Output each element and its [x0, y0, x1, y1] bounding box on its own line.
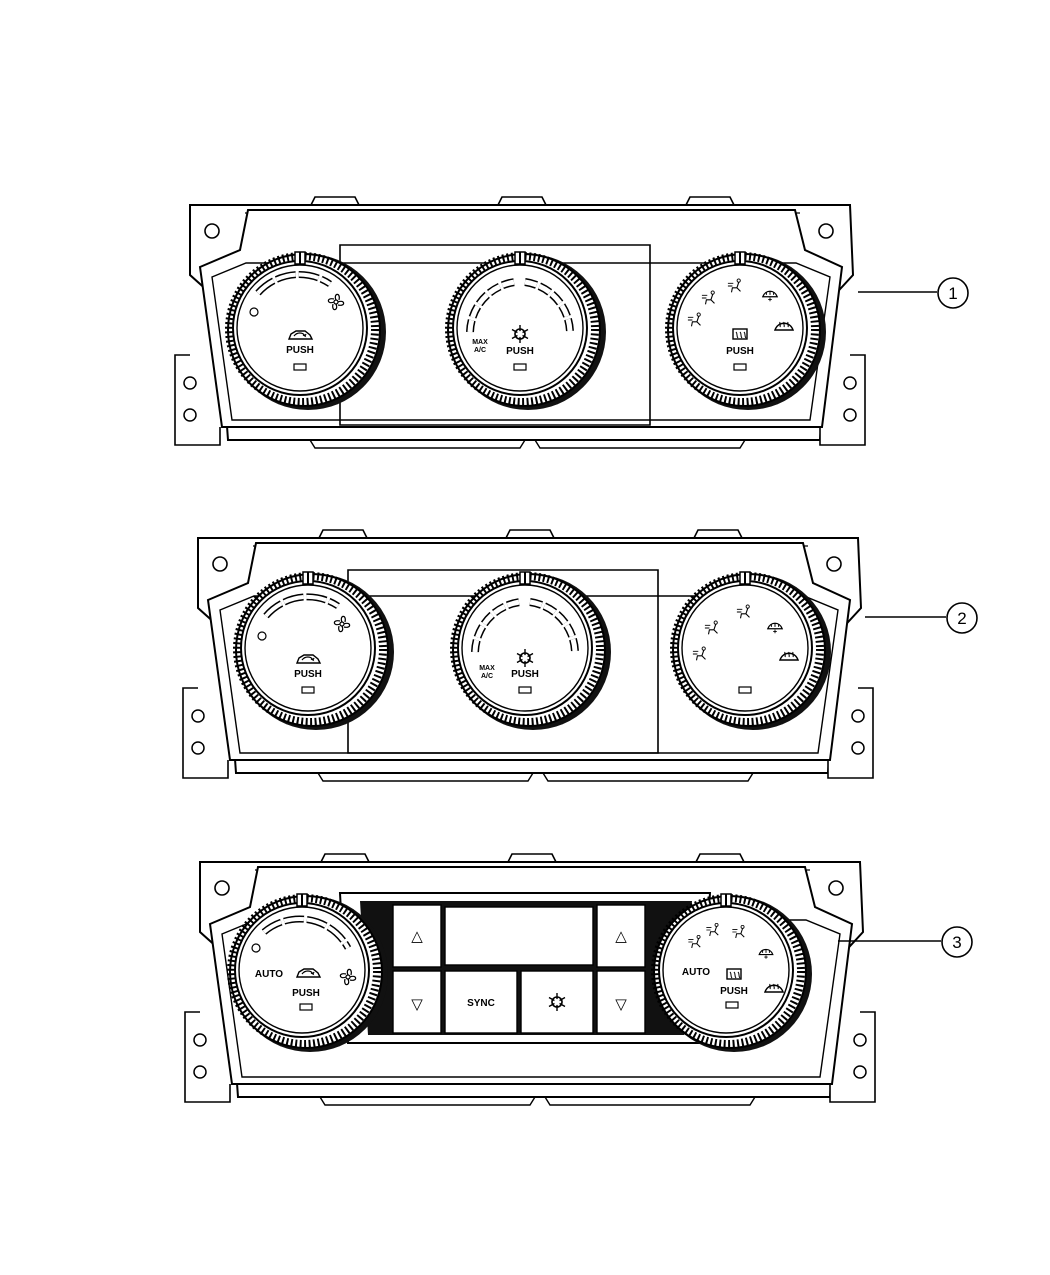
ac-button[interactable]	[520, 970, 594, 1034]
max-label: MAX	[472, 339, 488, 346]
up-arrow-icon: △	[615, 927, 627, 945]
fan-speed-knob[interactable]: PUSH	[236, 572, 394, 730]
push-label: PUSH	[511, 669, 539, 680]
indicator-light	[251, 943, 261, 953]
push-label: PUSH	[506, 346, 534, 357]
callout-2: 2	[865, 602, 978, 634]
push-label: PUSH	[726, 346, 754, 357]
mode-knob[interactable]	[673, 572, 831, 730]
push-label: PUSH	[720, 986, 748, 997]
svg-text:2: 2	[957, 609, 966, 628]
auto-label: AUTO	[682, 967, 710, 978]
status-led	[725, 1001, 739, 1009]
indicator-light	[257, 631, 267, 641]
right-temp-up-button[interactable]: △	[596, 904, 646, 968]
display-window	[444, 906, 594, 966]
callout-3: 3	[838, 926, 973, 958]
auto-label: AUTO	[255, 969, 283, 980]
svg-text:1: 1	[948, 284, 957, 303]
ac-label: A/C	[474, 347, 486, 354]
push-label: PUSH	[292, 988, 320, 999]
status-led	[301, 686, 315, 694]
push-label: PUSH	[286, 345, 314, 356]
status-led	[518, 686, 532, 694]
indicator-light	[249, 307, 259, 317]
status-led	[513, 363, 527, 371]
down-arrow-icon: ▽	[411, 995, 423, 1013]
ac-label: A/C	[481, 673, 493, 680]
status-led	[733, 363, 747, 371]
mode-knob[interactable]: AUTO PUSH	[654, 894, 812, 1052]
fan-speed-knob[interactable]: AUTO PUSH	[230, 894, 388, 1052]
sync-button[interactable]: SYNC	[444, 970, 518, 1034]
status-led	[293, 363, 307, 371]
sync-label: SYNC	[467, 998, 495, 1009]
up-arrow-icon: △	[411, 927, 423, 945]
digital-button-block: △ ▽ SYNC △ ▽	[338, 892, 712, 1044]
left-temp-down-button[interactable]: ▽	[392, 970, 442, 1034]
temperature-knob[interactable]: MAX A/C PUSH	[453, 572, 611, 730]
status-led	[738, 686, 752, 694]
status-led	[299, 1003, 313, 1011]
mode-knob[interactable]: PUSH	[668, 252, 826, 410]
right-temp-down-button[interactable]: ▽	[596, 970, 646, 1034]
max-label: MAX	[479, 665, 495, 672]
push-label: PUSH	[294, 669, 322, 680]
svg-text:3: 3	[952, 933, 961, 952]
temperature-knob[interactable]: MAX A/C PUSH	[448, 252, 606, 410]
callout-1: 1	[858, 277, 969, 309]
down-arrow-icon: ▽	[615, 995, 627, 1013]
left-temp-up-button[interactable]: △	[392, 904, 442, 968]
fan-speed-knob[interactable]: PUSH	[228, 252, 386, 410]
